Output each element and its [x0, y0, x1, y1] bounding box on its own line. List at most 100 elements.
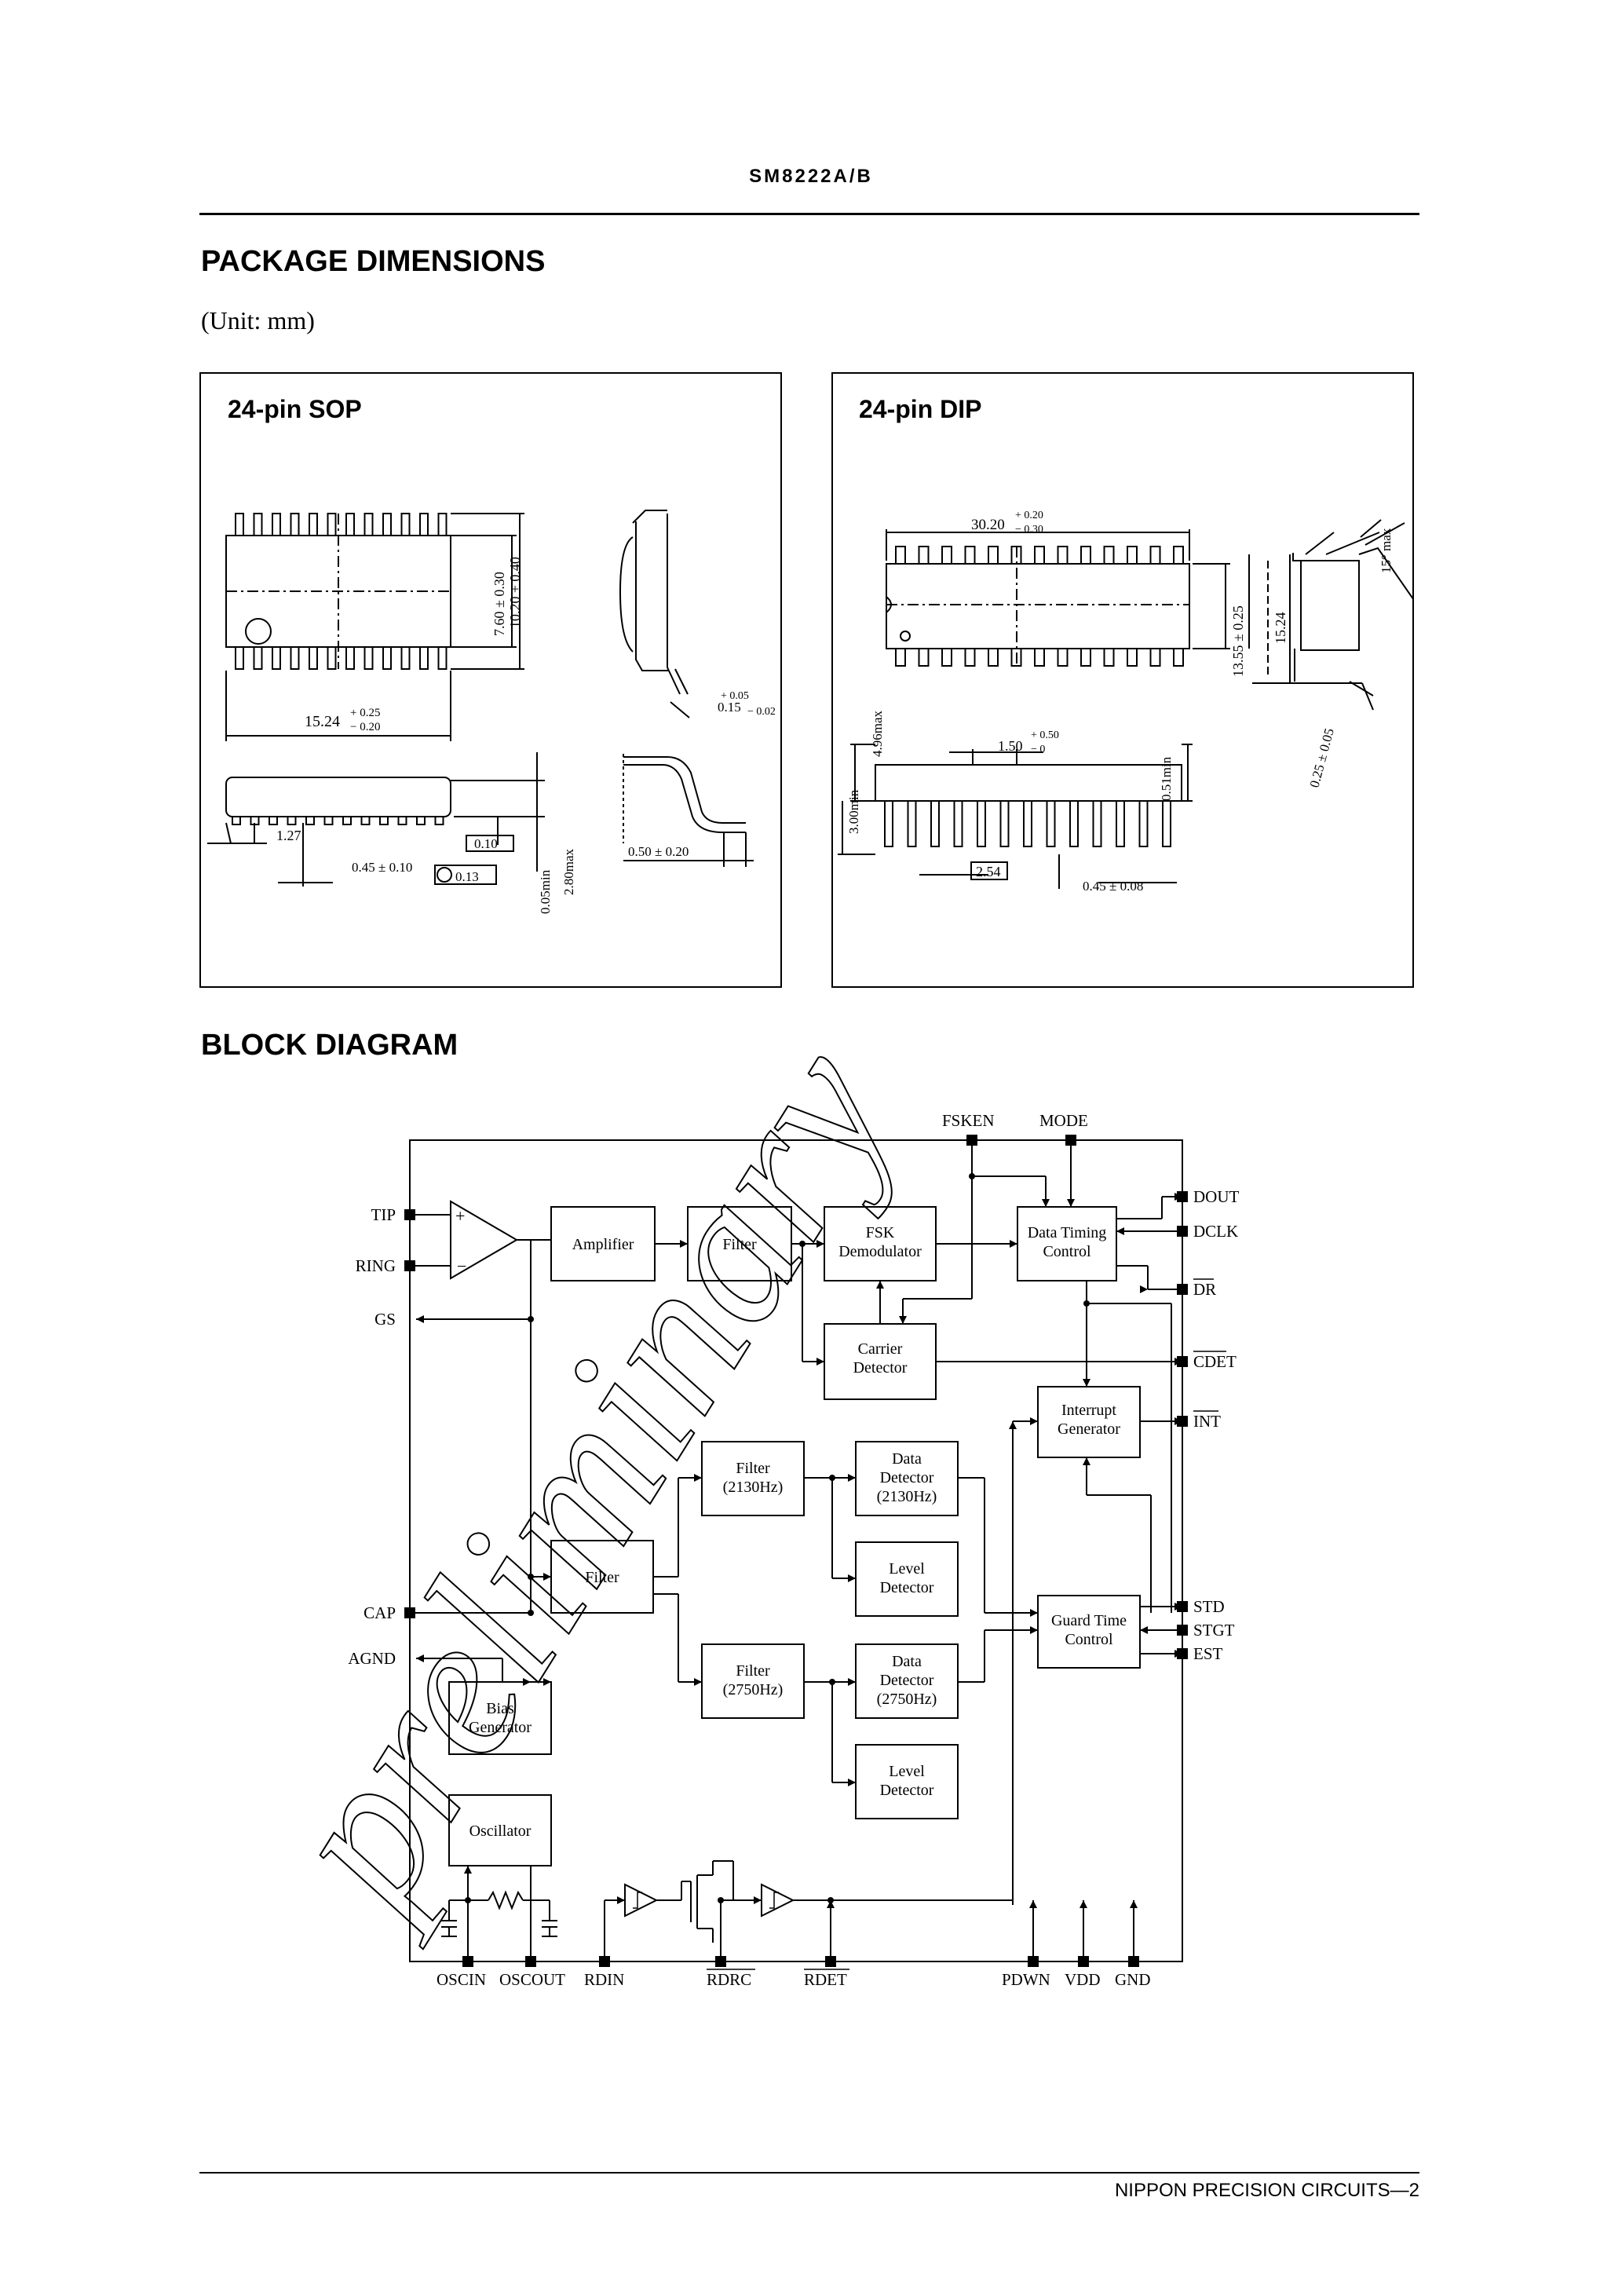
- pin-tip: [404, 1209, 415, 1220]
- dip-lead: [964, 648, 976, 667]
- dd2130-label-1: Data: [892, 1450, 922, 1468]
- dip-lead: [1057, 648, 1069, 667]
- rdrc-schmitt-buffer: [761, 1883, 795, 1918]
- dip-lead: [941, 648, 952, 667]
- dip-title: 24-pin DIP: [859, 395, 982, 423]
- rdin-schmitt-buffer: [624, 1883, 659, 1918]
- dip-length-minus: − 0.30: [1015, 524, 1043, 536]
- chip-outline: [409, 1139, 1183, 1962]
- sop-lead-width-text: 0.45 ± 0.10: [352, 860, 412, 875]
- pin-mode: [1065, 1135, 1076, 1146]
- pin-rdin: [599, 1956, 610, 1967]
- bias-label-1: Bias: [486, 1700, 514, 1717]
- label-stgt: STGT: [1193, 1621, 1235, 1640]
- dip-lead: [895, 546, 906, 565]
- label-gs: GS: [374, 1310, 396, 1329]
- dip-lead: [988, 648, 999, 667]
- dip-lead: [1080, 648, 1091, 667]
- dip-lead: [964, 546, 976, 565]
- sop-lead: [309, 513, 318, 536]
- dd2130-label-3: (2130Hz): [877, 1488, 937, 1505]
- guard-label-1: Guard Time: [1051, 1612, 1127, 1629]
- label-pdwn: PDWN: [1002, 1970, 1050, 1989]
- osc-label: Oscillator: [469, 1823, 532, 1840]
- dip-lead: [918, 648, 930, 667]
- sop-lead: [400, 646, 411, 670]
- lvl2-label-2: Detector: [880, 1782, 934, 1799]
- label-est: EST: [1193, 1644, 1223, 1663]
- label-fsken: FSKEN: [942, 1111, 995, 1130]
- label-oscout: OSCOUT: [499, 1970, 565, 1989]
- sop-pitch-text: 1.27: [276, 828, 301, 843]
- dip-lead: [895, 648, 906, 667]
- f2750-label-1: Filter: [736, 1662, 770, 1680]
- dip-standoff-text: 0.51min: [1159, 756, 1174, 801]
- sop-flatness-text: 0.10: [474, 836, 498, 851]
- sop-lead-thick-minus: − 0.02: [747, 706, 776, 718]
- dip-lead-width-text: 0.45 ± 0.08: [1083, 879, 1143, 894]
- dip-angle-text: 15° max: [1379, 528, 1394, 573]
- dip-lead: [1034, 546, 1045, 565]
- dip-lead-side: [930, 800, 940, 847]
- pin-cap: [404, 1607, 415, 1618]
- dip-lead: [1010, 546, 1022, 565]
- dip-lead: [1080, 546, 1091, 565]
- pin-dout: [1177, 1191, 1188, 1202]
- dip-lead-side: [907, 800, 917, 847]
- lvl2-label-1: Level: [889, 1763, 925, 1780]
- dd2750-label-2: Detector: [880, 1672, 934, 1689]
- sop-length-tol-minus: − 0.20: [350, 721, 380, 733]
- dip-lead-side: [1116, 800, 1125, 847]
- label-dr: DR: [1193, 1280, 1216, 1299]
- dtc-label-2: Control: [1043, 1243, 1091, 1260]
- lvl1-label-1: Level: [889, 1560, 925, 1578]
- dip-length-plus: + 0.20: [1015, 510, 1043, 521]
- svg-text:−: −: [457, 1256, 466, 1276]
- svg-text:+: +: [455, 1206, 465, 1226]
- intgen-label-2: Generator: [1058, 1420, 1120, 1438]
- guard-time-control-block: [1037, 1595, 1141, 1669]
- footer-text: NIPPON PRECISION CIRCUITS—2: [1114, 2180, 1419, 2201]
- pin-rdrc: [715, 1956, 726, 1967]
- sop-title: 24-pin SOP: [228, 395, 362, 423]
- pin-est: [1177, 1648, 1188, 1659]
- part-number-header: SM8222A/B: [749, 166, 873, 187]
- sop-lead: [363, 646, 374, 670]
- sop-lead: [382, 513, 392, 536]
- carrier-label-1: Carrier: [858, 1340, 903, 1358]
- sop-lead: [327, 513, 337, 536]
- dtc-label-1: Data Timing: [1028, 1224, 1107, 1241]
- sop-lead: [345, 513, 355, 536]
- sop-lead: [272, 513, 281, 536]
- sop-body-width-text: 7.60 ± 0.30: [491, 572, 507, 636]
- dd2750-label-1: Data: [892, 1653, 922, 1670]
- sop-lead-front: [269, 816, 278, 825]
- sop-lead: [309, 646, 318, 670]
- dip-lead: [1034, 648, 1045, 667]
- sop-lead-thick-plus: + 0.05: [721, 690, 749, 702]
- sop-lead-front: [287, 816, 297, 825]
- pin-oscout: [525, 1956, 536, 1967]
- sop-lead: [419, 646, 429, 670]
- dip-lead-side: [1023, 800, 1032, 847]
- dip-lead: [1173, 648, 1184, 667]
- unit-note: (Unit: mm): [201, 306, 315, 335]
- sop-lead: [253, 646, 263, 670]
- label-dclk: DCLK: [1193, 1222, 1238, 1241]
- label-cdet: CDET: [1193, 1352, 1237, 1371]
- fsk-label-1: FSK: [866, 1224, 895, 1241]
- dip-lead: [918, 546, 930, 565]
- sop-lead: [235, 646, 244, 670]
- label-dout: DOUT: [1193, 1187, 1239, 1206]
- dip-row-spacing-text: 15.24: [1273, 612, 1288, 645]
- label-std: STD: [1193, 1597, 1225, 1616]
- sop-lead: [253, 513, 263, 536]
- sop-lead: [382, 646, 392, 670]
- filter1-label: Filter: [722, 1236, 757, 1253]
- dip-lead: [1149, 546, 1161, 565]
- pin-gnd: [1128, 1956, 1139, 1967]
- sop-lead-front: [342, 816, 352, 825]
- sop-height-text: 2.80max: [561, 848, 576, 895]
- sop-lead: [345, 646, 355, 670]
- sop-length-tol-plus: + 0.25: [350, 707, 380, 719]
